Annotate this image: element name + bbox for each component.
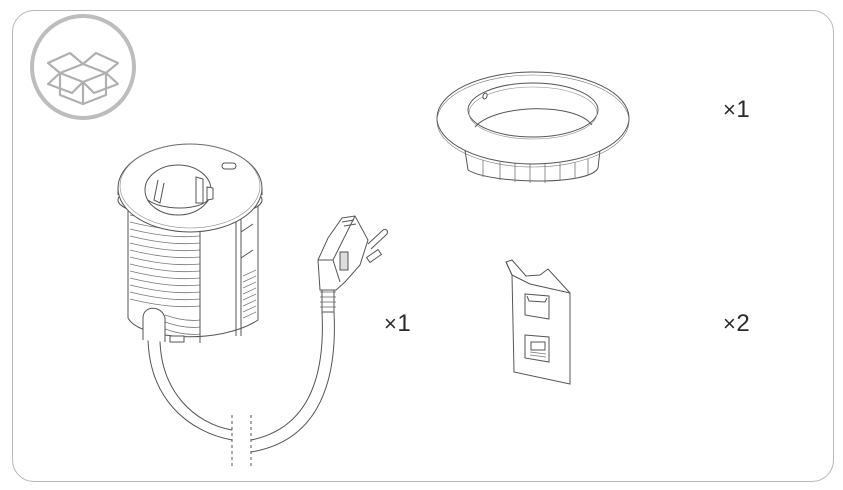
open-box-icon [30, 14, 136, 120]
quantity-count: 1 [397, 310, 412, 337]
clip-quantity-label: ×2 [723, 312, 750, 336]
quantity-count: 2 [736, 310, 751, 337]
desk-socket-unit [117, 143, 263, 343]
package-contents-frame [12, 10, 834, 482]
mounting-clip [505, 259, 571, 385]
times-sign: × [384, 311, 398, 336]
mounting-collar-ring [436, 71, 630, 183]
power-cable [147, 311, 335, 467]
collar-quantity-label: ×1 [723, 98, 750, 122]
quantity-count: 1 [736, 96, 751, 123]
times-sign: × [723, 311, 737, 336]
socket-quantity-label: ×1 [384, 312, 411, 336]
times-sign: × [723, 97, 737, 122]
schuko-plug [317, 215, 388, 313]
